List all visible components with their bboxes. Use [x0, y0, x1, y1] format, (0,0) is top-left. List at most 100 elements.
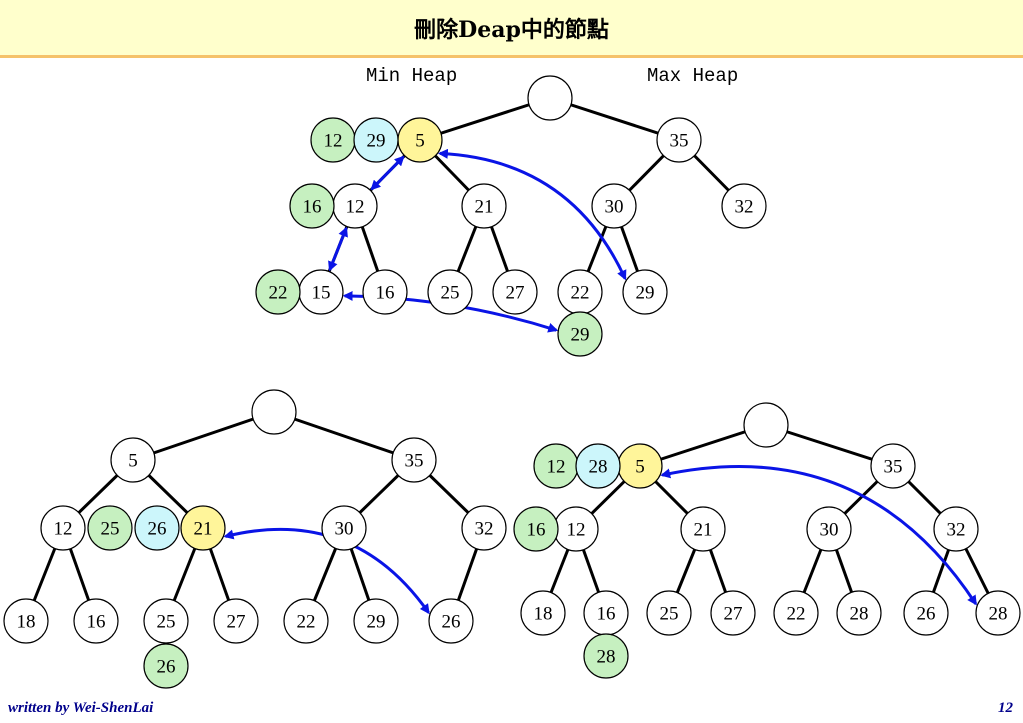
node-circle	[836, 590, 882, 636]
node-value: 12	[547, 457, 566, 478]
heap-node: 26	[903, 590, 949, 636]
heap-node: 27	[710, 590, 756, 636]
heap-node: 25	[143, 598, 189, 644]
page-number: 12	[998, 700, 1013, 716]
node-value: 32	[947, 520, 966, 541]
node-value: 12	[54, 519, 73, 540]
node-value: 29	[367, 612, 386, 633]
node-circle	[353, 117, 399, 163]
node-circle	[806, 506, 852, 552]
heap-node: 30	[591, 183, 637, 229]
node-circle	[110, 437, 156, 483]
heap-node: 18	[3, 598, 49, 644]
node-value: 25	[157, 612, 176, 633]
node-value: 5	[415, 131, 425, 152]
heap-node: 5	[397, 117, 443, 163]
node-circle	[591, 183, 637, 229]
node-circle	[134, 505, 180, 551]
node-circle	[251, 389, 297, 435]
node-value: 12	[567, 520, 586, 541]
heap-node: 16	[362, 269, 408, 315]
heap-node	[527, 75, 573, 121]
node-value: 29	[571, 325, 590, 346]
heap-node: 25	[87, 505, 133, 551]
node-circle	[773, 590, 819, 636]
heap-node: 30	[321, 505, 367, 551]
heap-node: 5	[617, 443, 663, 489]
node-value: 22	[571, 283, 590, 304]
heap-node: 26	[143, 643, 189, 689]
node-circle	[461, 183, 507, 229]
heap-node: 25	[427, 269, 473, 315]
node-value: 30	[605, 197, 624, 218]
node-circle	[557, 311, 603, 357]
heap-node: 22	[255, 269, 301, 315]
heap-node: 12	[310, 117, 356, 163]
swap-arrow	[370, 155, 405, 191]
heap-node: 28	[583, 633, 629, 679]
node-circle	[975, 590, 1021, 636]
min-heap-label: Min Heap	[366, 65, 458, 87]
node-value: 12	[324, 131, 343, 152]
node-circle	[656, 117, 702, 163]
node-circle	[427, 269, 473, 315]
node-value: 21	[194, 519, 213, 540]
node-value: 27	[227, 612, 246, 633]
node-circle	[575, 443, 621, 489]
node-circle	[143, 643, 189, 689]
node-value: 21	[475, 197, 494, 218]
node-circle	[513, 506, 559, 552]
node-circle	[289, 183, 335, 229]
swap-arrow	[437, 148, 627, 281]
node-circle	[903, 590, 949, 636]
heap-node	[743, 402, 789, 448]
node-circle	[3, 598, 49, 644]
heap-node: 26	[134, 505, 180, 551]
node-value: 28	[589, 457, 608, 478]
node-value: 16	[527, 520, 546, 541]
node-value: 22	[297, 612, 316, 633]
tree-edge	[273, 410, 415, 462]
heap-node: 12	[553, 506, 599, 552]
node-value: 22	[269, 283, 288, 304]
heap-node: 29	[353, 598, 399, 644]
heap-node	[251, 389, 297, 435]
node-circle	[870, 443, 916, 489]
swap-arrow	[328, 226, 348, 272]
node-circle	[362, 269, 408, 315]
tree-edge	[132, 410, 275, 462]
node-value: 35	[884, 457, 903, 478]
node-value: 5	[128, 451, 138, 472]
max-heap-label: Max Heap	[647, 65, 739, 87]
node-circle	[353, 598, 399, 644]
node-value: 30	[335, 519, 354, 540]
node-circle	[743, 402, 789, 448]
node-value: 5	[635, 457, 645, 478]
heap-node: 29	[622, 269, 668, 315]
node-circle	[461, 505, 507, 551]
node-value: 30	[820, 520, 839, 541]
node-value: 26	[917, 604, 936, 625]
heap-node: 21	[180, 505, 226, 551]
node-circle	[520, 590, 566, 636]
node-value: 18	[534, 604, 553, 625]
heap-node: 21	[461, 183, 507, 229]
node-value: 27	[506, 283, 525, 304]
node-value: 32	[735, 197, 754, 218]
heap-node: 5	[110, 437, 156, 483]
node-circle	[321, 505, 367, 551]
node-value: 22	[787, 604, 806, 625]
heap-node: 35	[870, 443, 916, 489]
node-value: 28	[989, 604, 1008, 625]
swap-arrow	[660, 465, 978, 606]
node-value: 26	[148, 519, 167, 540]
node-circle	[583, 633, 629, 679]
heap-node: 16	[583, 590, 629, 636]
node-value: 29	[636, 283, 655, 304]
heap-node: 35	[391, 437, 437, 483]
node-circle	[527, 75, 573, 121]
node-circle	[622, 269, 668, 315]
heap-node: 28	[575, 443, 621, 489]
heap-node: 12	[40, 505, 86, 551]
